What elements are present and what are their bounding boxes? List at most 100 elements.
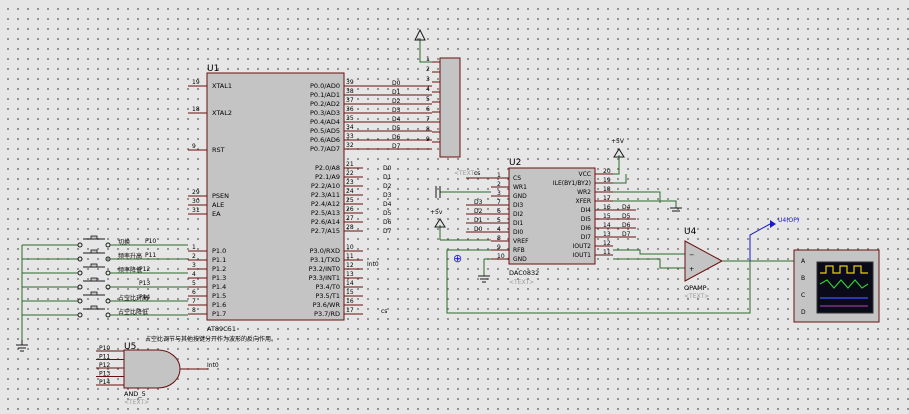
xfer-ground-icon [670,207,682,212]
switch-6[interactable]: 占空比降低 [22,305,188,318]
u2-pin-9-number: 9 [497,244,501,251]
p2-net-label: D7 [383,228,392,235]
u4-plus-sign: + [689,265,694,273]
p2-net-label: D0 [383,165,392,172]
connector-body[interactable] [439,57,461,158]
u1-pin-21-name: P2.0/A8 [315,164,340,172]
u5-body[interactable] [123,349,181,389]
u1-pin-13-number: 13 [346,271,354,278]
u2-pin-10-number: 10 [497,253,505,260]
u2-pin-2-name: WR1 [513,184,527,191]
u1-pin-35-number: 35 [346,115,354,122]
u2-cs-label: cs [474,170,480,177]
u5-placeholder: <TEXT> [124,399,149,406]
u2-left-net-label: D0 [474,226,483,233]
u1-pin-16-name: P3.6/WR [313,301,341,309]
u1-pin-24-name: P2.3/A11 [311,191,340,199]
feedback-wire [446,249,751,314]
u2-right-net-label: D7 [622,231,631,238]
u1-pin-22-name: P2.1/A9 [315,173,340,181]
scope-channel-A: A [801,258,806,265]
wr2-wire [613,191,661,203]
u1-pin-19-number: 19 [192,79,200,86]
connector-pin-number: 6 [426,106,430,113]
u2-pin-5-number: 5 [497,217,501,224]
switch-button-icon [90,263,98,268]
switch-4[interactable]: P13 [22,277,188,290]
switch-net-label: P12 [139,266,150,273]
u2-pin-4-number: 4 [497,226,501,233]
u2-pin-19-number: 19 [603,177,611,184]
u2-pin-8-number: 8 [497,235,501,242]
connector-pin-number: 1 [426,56,430,63]
u1-pin-13-name: P3.3/INT1 [309,274,340,282]
u2-pin-5-name: DI1 [513,220,523,227]
switch-contact-icon [77,270,83,276]
u2-right-pins: 20VCC19ILE(BY1/BY2)18WR217XFER16DI415DI5… [553,168,636,259]
u1-pin-25-number: 25 [346,197,354,204]
ile-wire [613,174,627,184]
u1-pin-30-name: ALE [212,201,224,209]
connector-pin-number: 3 [426,76,430,83]
u1-pin-34-name: P0.5/AD5 [310,127,340,135]
power-terminal-icon [414,28,426,41]
u5-input-label: P14 [99,379,110,386]
switch-button-icon [90,291,98,296]
switch-contact-icon [77,312,83,318]
u1-pin-29-number: 29 [192,189,200,196]
u4-opamp[interactable]: U4 − + OPAMP <TEXT> [684,227,724,300]
u1-pin-31-name: EA [212,210,221,218]
p0-net-label: D5 [392,125,401,132]
switch-contact-icon [105,312,111,318]
u2-pin-17-name: XFER [575,198,591,205]
u2-body[interactable] [508,167,596,265]
u1-body[interactable] [206,72,345,321]
u1-pin-1-name: P1.0 [212,247,226,255]
u4-part-label: OPAMP [684,284,707,292]
u2-pin-11-number: 11 [603,249,611,256]
u2-pin-15-name: DI5 [581,216,591,223]
scope-channel-D: D [801,309,806,316]
u1-pin-30-number: 30 [192,198,200,205]
u2-right-net-label: D4 [622,204,631,211]
u1-pin-28-number: 28 [346,224,354,231]
u2-pin-13-number: 13 [603,231,611,238]
u1-pin-34-number: 34 [346,124,354,131]
u1-ref-label: U1 [207,64,219,74]
p2-net-label: D4 [383,201,392,208]
u1-pin-17-name: P3.7/RD [314,310,340,318]
iout2-wire [613,249,685,255]
rd-net-label: cs [381,308,387,315]
u2-right-net-label: D5 [622,213,631,220]
u2-pin-19-name: ILE(BY1/BY2) [553,180,591,187]
p2-net-label: D2 [383,183,392,190]
dac-ground-icon [478,259,490,283]
u1-pin-31-number: 31 [192,207,200,214]
u1-pin-25-name: P2.4/A12 [311,200,340,208]
u2-placeholder: <TEXT> [509,279,534,286]
u1-pin-22-number: 22 [346,170,354,177]
u1-pin-4-number: 4 [192,271,196,278]
u4-body[interactable] [684,240,724,282]
u5-input-label: P11 [99,354,110,361]
iout1-wire [613,258,685,269]
switch-contact-icon [105,270,111,276]
u1-pin-37-name: P0.2/AD2 [310,100,340,108]
u1-pin-33-name: P0.6/AD6 [310,136,340,144]
u1-pin-21-number: 21 [346,161,354,168]
